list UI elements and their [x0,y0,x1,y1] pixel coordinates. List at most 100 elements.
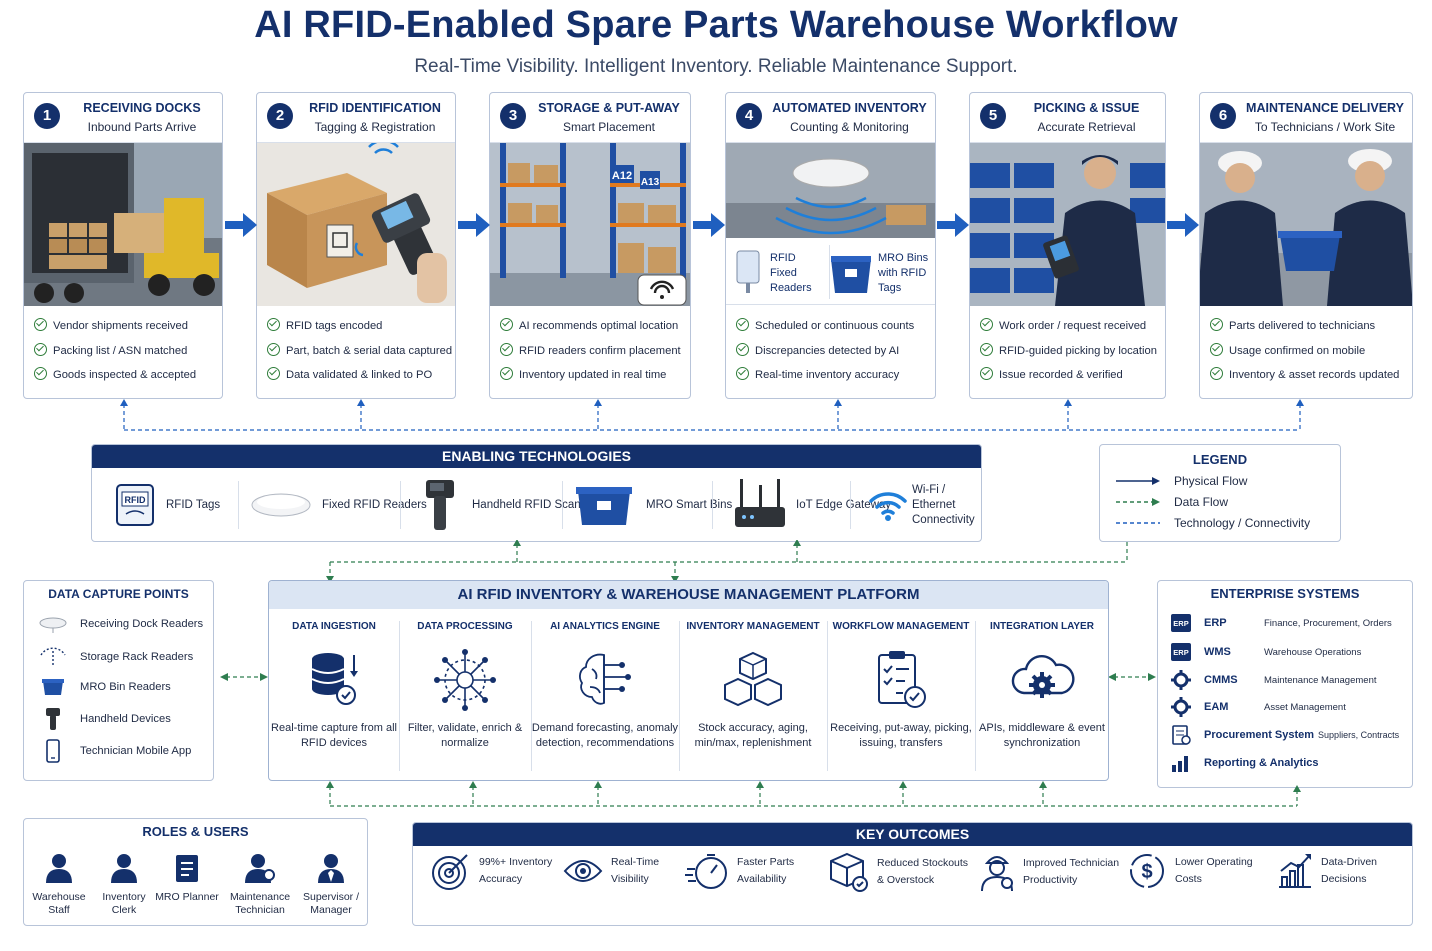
enterprise-item-wms: ERP WMS Warehouse Operations [1170,642,1404,662]
platform-col-text: APIs, middleware & event synchronization [979,722,1105,749]
database-icon [311,653,358,705]
step-title: PICKING & ISSUE [1033,101,1140,115]
data-flow-arrow-left [220,673,268,681]
bar-chart-icon [1172,756,1188,772]
key-outcomes-panel: KEY OUTCOMES 99%+ Inventory Accuracy Rea… [412,822,1413,926]
dollar-icon: $ [1130,854,1164,888]
step-card-receiving: 1 RECEIVING DOCKS Inbound Parts Arrive V… [23,92,223,399]
dock-reader-icon [39,617,67,633]
mobile-app-icon [46,739,60,763]
platform-panel: AI RFID INVENTORY & WAREHOUSE MANAGEMENT… [268,580,1109,781]
tech-label: IoT Edge Gateway [796,498,892,511]
list-item: RFID-guided picking by location [980,342,1161,367]
tech-item-smart-bins: MRO Smart Bins [574,475,732,535]
enterprise-item-reporting: Reporting & Analytics [1170,753,1404,773]
platform-col-text: Stock accuracy, aging, min/max, replenis… [694,722,812,749]
capture-item-mobile-app: Technician Mobile App [38,739,191,763]
bin-reader-icon [42,679,64,695]
step-subtitle: Tagging & Registration [314,120,436,134]
outcome-availability: Faster Parts Availability [685,851,801,891]
list-item: Inventory updated in real time [500,366,686,391]
smart-bin-icon [831,256,871,293]
step-number: 3 [500,103,526,129]
step-number: 1 [34,103,60,129]
storage-rack-illustration: A12 A13 [490,143,690,306]
enterprise-item-cmms: CMMS Maintenance Management [1170,670,1404,690]
platform-col-title: AI ANALYTICS ENGINE [550,621,660,632]
platform-title: AI RFID INVENTORY & WAREHOUSE MANAGEMENT… [269,581,1108,609]
tech-label: Handheld RFID Scanners [472,498,604,511]
check-icon [34,342,47,356]
check-icon [1210,367,1223,380]
legend-item-technology: Technology / Connectivity [1116,516,1310,530]
list-item: Real-time inventory accuracy [736,366,931,391]
list-item: Inventory & asset records updated [1210,366,1408,391]
check-icon [267,342,280,356]
check-icon [267,318,280,331]
list-item: Discrepancies detected by AI [736,342,931,367]
step-title: RECEIVING DOCKS [83,101,201,115]
list-item: RFID readers confirm placement [500,342,686,367]
outcome-productivity: Improved Technician Productivity [979,851,1121,893]
check-icon [500,318,513,331]
physical-flow-arrow [225,213,257,237]
solid-arrow-icon [1116,477,1160,485]
physical-flow-arrow [937,213,969,237]
step-subtitle: Smart Placement [562,120,656,134]
list-item: Vendor shipments received [34,317,218,342]
tech-item-iot-gateway: IoT Edge Gateway [732,475,891,535]
technician-icon [245,854,275,883]
eye-icon [563,860,603,882]
person-icon [111,854,137,883]
platform-col-integration: INTEGRATION LAYER APIs, middleware & eve… [975,621,1109,771]
checklist-icon [878,651,926,708]
tech-item-handheld-scanners: Handheld RFID Scanners [422,475,603,535]
check-icon [1210,342,1223,356]
platform-col-title: INVENTORY MANAGEMENT [686,621,820,632]
step-title: STORAGE & PUT-AWAY [538,101,680,115]
smart-bin-icon [576,487,632,525]
tech-label: Wi-Fi / Ethernet Connectivity [912,483,975,526]
svg-text:ERP: ERP [1173,648,1188,657]
fixed-reader-illustration [726,143,935,238]
rack-label: A13 [641,177,660,188]
capture-item-dock-readers: Receiving Dock Readers [38,615,203,633]
capture-item-bin-readers: MRO Bin Readers [38,677,171,697]
processing-icon [434,649,496,711]
panel-title: ENTERPRISE SYSTEMS [1210,586,1360,601]
role-inventory-clerk: Inventory Clerk [89,853,159,917]
step-card-maintenance-delivery: 6 MAINTENANCE DELIVERY To Technicians / … [1199,92,1413,399]
worker-icon [981,856,1013,892]
list-item: Usage confirmed on mobile [1210,342,1408,367]
gear-icon [1171,697,1191,717]
panel-title: KEY OUTCOMES [413,823,1412,846]
stopwatch-icon [685,854,727,889]
role-mro-planner: MRO Planner [152,853,222,904]
dashed-arrow-icon [1116,498,1160,506]
list-item: Packing list / ASN matched [34,342,218,367]
panel-title: ENABLING TECHNOLOGIES [92,445,981,468]
data-flow-arrow-right [1108,673,1156,681]
check-icon [500,367,513,380]
check-icon [980,342,993,356]
panel-title: ROLES & USERS [142,824,249,839]
step-subtitle: Inbound Parts Arrive [87,120,197,134]
reader-label: RFID Fixed Readers [770,252,812,294]
tech-label: Fixed RFID Readers [322,498,427,511]
data-flow-lines-upper [326,540,1128,583]
legend-item-physical-flow: Physical Flow [1116,474,1247,488]
data-flow-lines-lower [326,781,1301,807]
picking-illustration [970,143,1165,306]
handheld-scanner-icon [426,480,454,530]
outcome-stockouts: Reduced Stockouts & Overstock [829,851,973,893]
platform-col-text: Receiving, put-away, picking, issuing, t… [830,722,972,749]
step-card-rfid-identification: 2 RFID IDENTIFICATION Tagging & Registra… [256,92,456,399]
platform-col-ai-analytics: AI ANALYTICS ENGINE Demand forecasting, … [531,621,679,771]
roles-panel: ROLES & USERS Warehouse Staff Inventory … [23,818,368,926]
rack-label: A12 [612,170,632,182]
wms-icon: ERP [1171,643,1191,661]
cloud-gear-icon [1011,654,1075,698]
enterprise-item-erp: ERP ERP Finance, Procurement, Orders [1170,613,1404,633]
svg-text:$: $ [1141,861,1152,883]
check-icon [34,318,47,331]
